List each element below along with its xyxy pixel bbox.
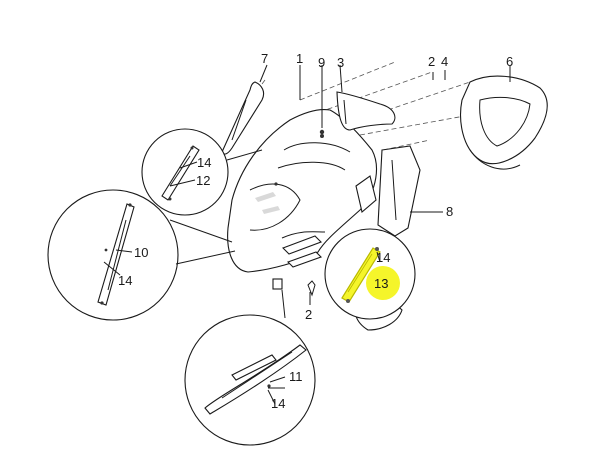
part-2-clip bbox=[272, 278, 316, 297]
callout-7: 7 bbox=[261, 51, 268, 66]
part-3-duct bbox=[336, 91, 396, 131]
callout-13: 13 bbox=[374, 276, 388, 291]
detail-circle-12 bbox=[141, 128, 263, 216]
callout-9: 9 bbox=[318, 55, 325, 70]
callout-labels: 1 7 9 3 2 4 6 8 14 12 10 14 14 13 2 11 1… bbox=[118, 51, 513, 411]
part-9-screw bbox=[319, 70, 325, 135]
callout-14-circle10: 14 bbox=[118, 273, 132, 288]
detail-circle-11 bbox=[184, 289, 316, 446]
callout-2-bottom: 2 bbox=[305, 307, 312, 322]
highlight-marker bbox=[366, 266, 400, 300]
callout-14-circle11: 14 bbox=[271, 396, 285, 411]
callout-14-circle13: 14 bbox=[376, 250, 390, 265]
callout-4: 4 bbox=[441, 54, 448, 69]
callout-2-top: 2 bbox=[428, 54, 435, 69]
callout-10: 10 bbox=[134, 245, 148, 260]
part-6-headlight-frame bbox=[460, 75, 548, 170]
callout-3: 3 bbox=[337, 55, 344, 70]
part-7-strip bbox=[221, 81, 265, 155]
callout-14-circle12: 14 bbox=[197, 155, 211, 170]
detail-circle-10 bbox=[47, 189, 236, 321]
part-8-side-panel bbox=[355, 145, 421, 237]
callout-6: 6 bbox=[506, 54, 513, 69]
leader-lines bbox=[103, 64, 511, 405]
callout-1: 1 bbox=[296, 51, 303, 66]
callout-8: 8 bbox=[446, 204, 453, 219]
front-shield-part bbox=[227, 108, 377, 273]
detail-circle-13 bbox=[324, 228, 416, 320]
callout-12: 12 bbox=[196, 173, 210, 188]
callout-11: 11 bbox=[289, 369, 303, 384]
